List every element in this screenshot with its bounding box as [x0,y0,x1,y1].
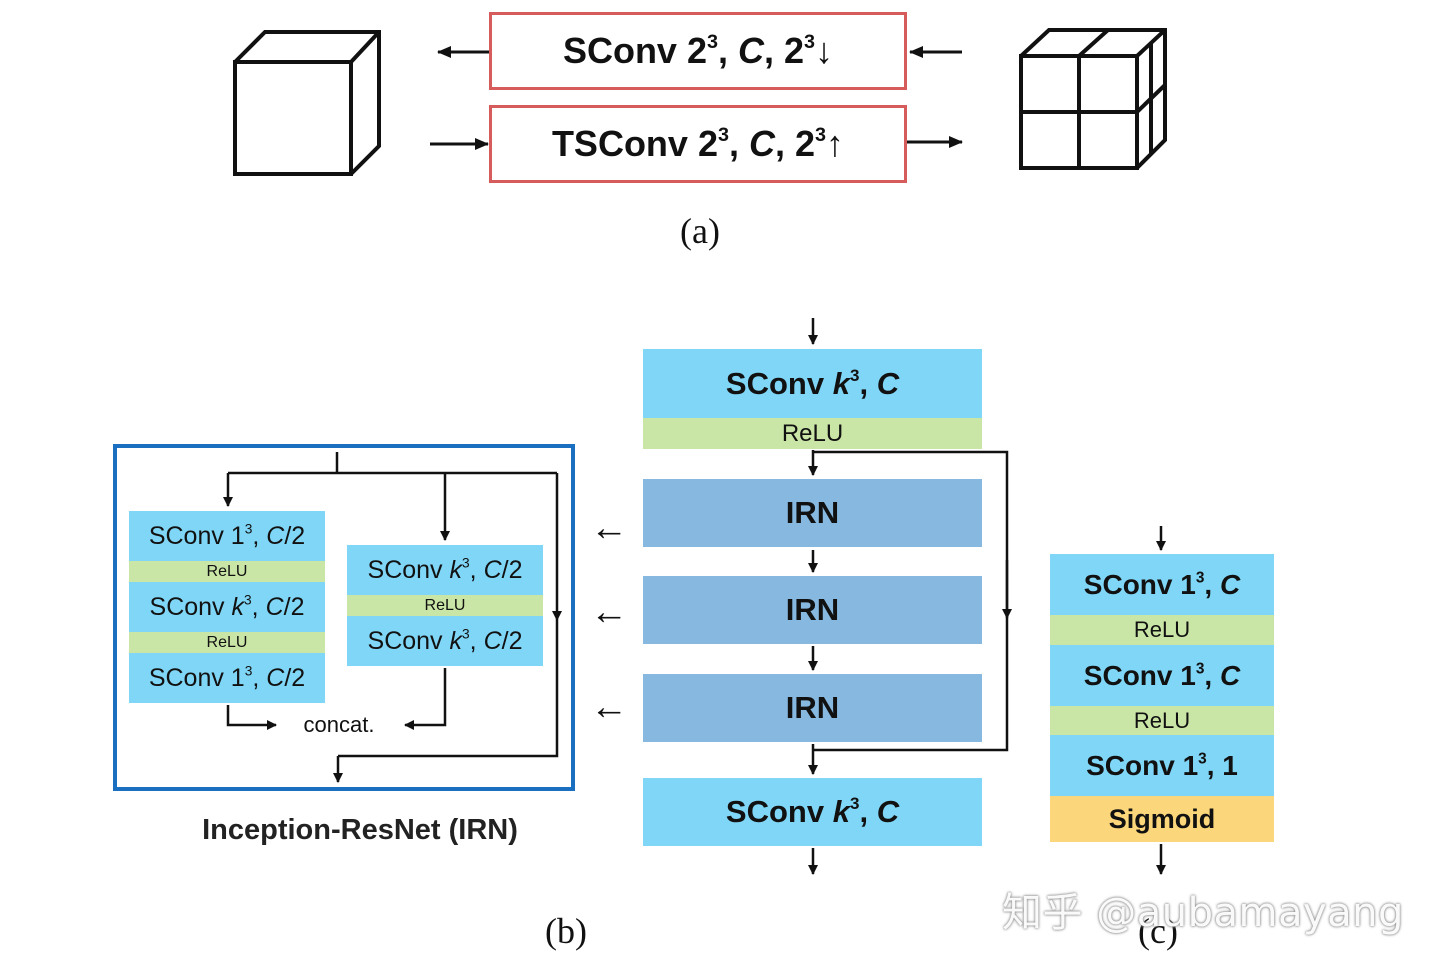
irn-branch2-conv2: SConv k3, C/2 [347,616,543,666]
concat-label: concat. [303,712,375,737]
pointer-arrow-3: ← [590,685,628,728]
irn-branch2-conv1: SConv k3, C/2 [347,545,543,595]
watermark: 知乎 @aubamayang [1002,890,1404,936]
irn-branch1-relu2: ReLU [129,632,325,653]
caption-c: (c) [1138,911,1178,951]
panel-c-conv3: SConv 13, 1 [1050,735,1274,796]
sconv-downsample-label: SConv 23, C, 23↓ [562,30,834,71]
irn-branch1-conv1: SConv 13, C/2 [129,511,325,561]
panel-c-conv1: SConv 13, C [1050,554,1274,615]
irn-module-frame [113,444,575,791]
subdivided-cube-icon [1019,28,1167,170]
irn-block-1: IRN [643,479,982,547]
sconv-downsample-box: SConv 23, C, 23↓ [489,12,907,90]
single-cube-icon [233,30,381,176]
main-stack-connectors [808,318,1012,875]
irn-branch1-conv3: SConv 13, C/2 [129,653,325,703]
pointer-arrow-1: ← [590,506,628,549]
irn-branch2-relu: ReLU [347,595,543,616]
main-bottom-conv: SConv k3, C [643,778,982,846]
panel-a-arrows [430,46,963,150]
pointer-arrow-2: ← [590,590,628,633]
irn-internal-connectors [223,452,562,783]
irn-module-title: Inception-ResNet (IRN) [202,813,518,846]
tsconv-upsample-label: TSConv 23, C, 23↑ [551,123,845,164]
caption-a: (a) [680,211,720,251]
irn-branch1-conv2: SConv k3, C/2 [129,582,325,632]
caption-b: (b) [545,911,587,951]
irn-block-3: IRN [643,674,982,742]
irn-block-2: IRN [643,576,982,644]
irn-branch1-relu1: ReLU [129,561,325,582]
panel-c-relu1: ReLU [1050,615,1274,645]
tsconv-upsample-box: TSConv 23, C, 23↑ [489,105,907,183]
panel-c-relu2: ReLU [1050,706,1274,735]
main-relu: ReLU [643,418,982,449]
main-top-conv: SConv k3, C [643,349,982,418]
panel-c-conv2: SConv 13, C [1050,645,1274,706]
panel-c-sigmoid: Sigmoid [1050,796,1274,842]
